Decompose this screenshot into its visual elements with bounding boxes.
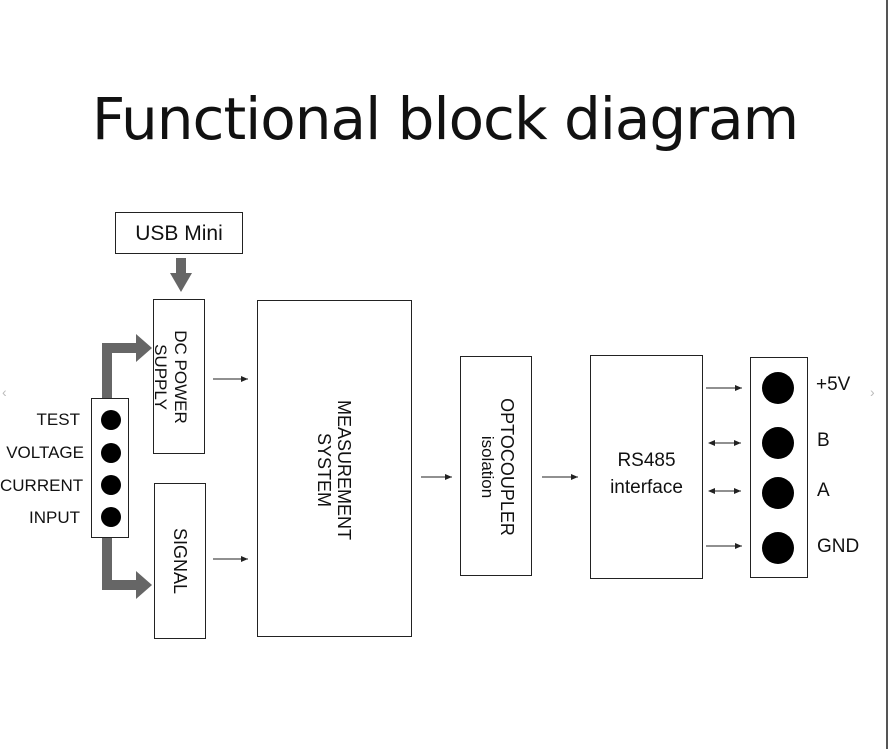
signal-block: [154, 483, 206, 639]
input-to-signal-arrow: [102, 538, 152, 599]
input-pin-label-voltage: VOLTAGE: [6, 443, 84, 462]
usb-mini-label: USB Mini: [135, 222, 223, 245]
input-pin-test-dot: [101, 410, 121, 430]
next-slide-icon[interactable]: ›: [870, 384, 875, 400]
optocoupler-label: OPTOCOUPLER isolation: [478, 398, 517, 536]
diagram-title: Functional block diagram: [91, 85, 799, 153]
input-to-power-arrow: [102, 334, 152, 399]
output-pin-label-5v: +5V: [816, 374, 851, 395]
dc-power-supply-block: [153, 299, 205, 454]
signal-label: SIGNAL: [170, 527, 190, 595]
input-pin-label-test: TEST: [36, 410, 80, 429]
input-pin-label-current: CURRENT: [0, 476, 84, 495]
output-pin-b-dot: [762, 427, 794, 459]
measurement-system-label: MEASUREMENT SYSTEM: [314, 399, 354, 540]
output-pin-a-dot: [762, 477, 794, 509]
page-right-border: [886, 0, 888, 749]
dc-power-supply-label: DC POWER SUPPLY: [151, 330, 190, 424]
usb-to-power-arrow: [170, 258, 192, 292]
rs485-label: RS485: [617, 450, 676, 471]
output-pin-label-a: A: [817, 480, 830, 501]
measurement-system-block: [257, 300, 412, 637]
input-pin-voltage-dot: [101, 443, 121, 463]
optocoupler-block: [460, 356, 532, 576]
output-pin-gnd-dot: [762, 532, 794, 564]
prev-slide-icon[interactable]: ‹: [2, 384, 7, 400]
input-pin-input-dot: [101, 507, 121, 527]
output-pin-label-b: B: [817, 430, 830, 451]
interface-label: interface: [610, 477, 683, 498]
usb-mini-block: USB Mini: [115, 212, 243, 254]
rs485-interface-block: [590, 355, 703, 579]
input-pin-current-dot: [101, 475, 121, 495]
output-pin-label-gnd: GND: [817, 536, 860, 557]
input-pin-label-input: INPUT: [29, 508, 80, 527]
output-pin-5v-dot: [762, 372, 794, 404]
